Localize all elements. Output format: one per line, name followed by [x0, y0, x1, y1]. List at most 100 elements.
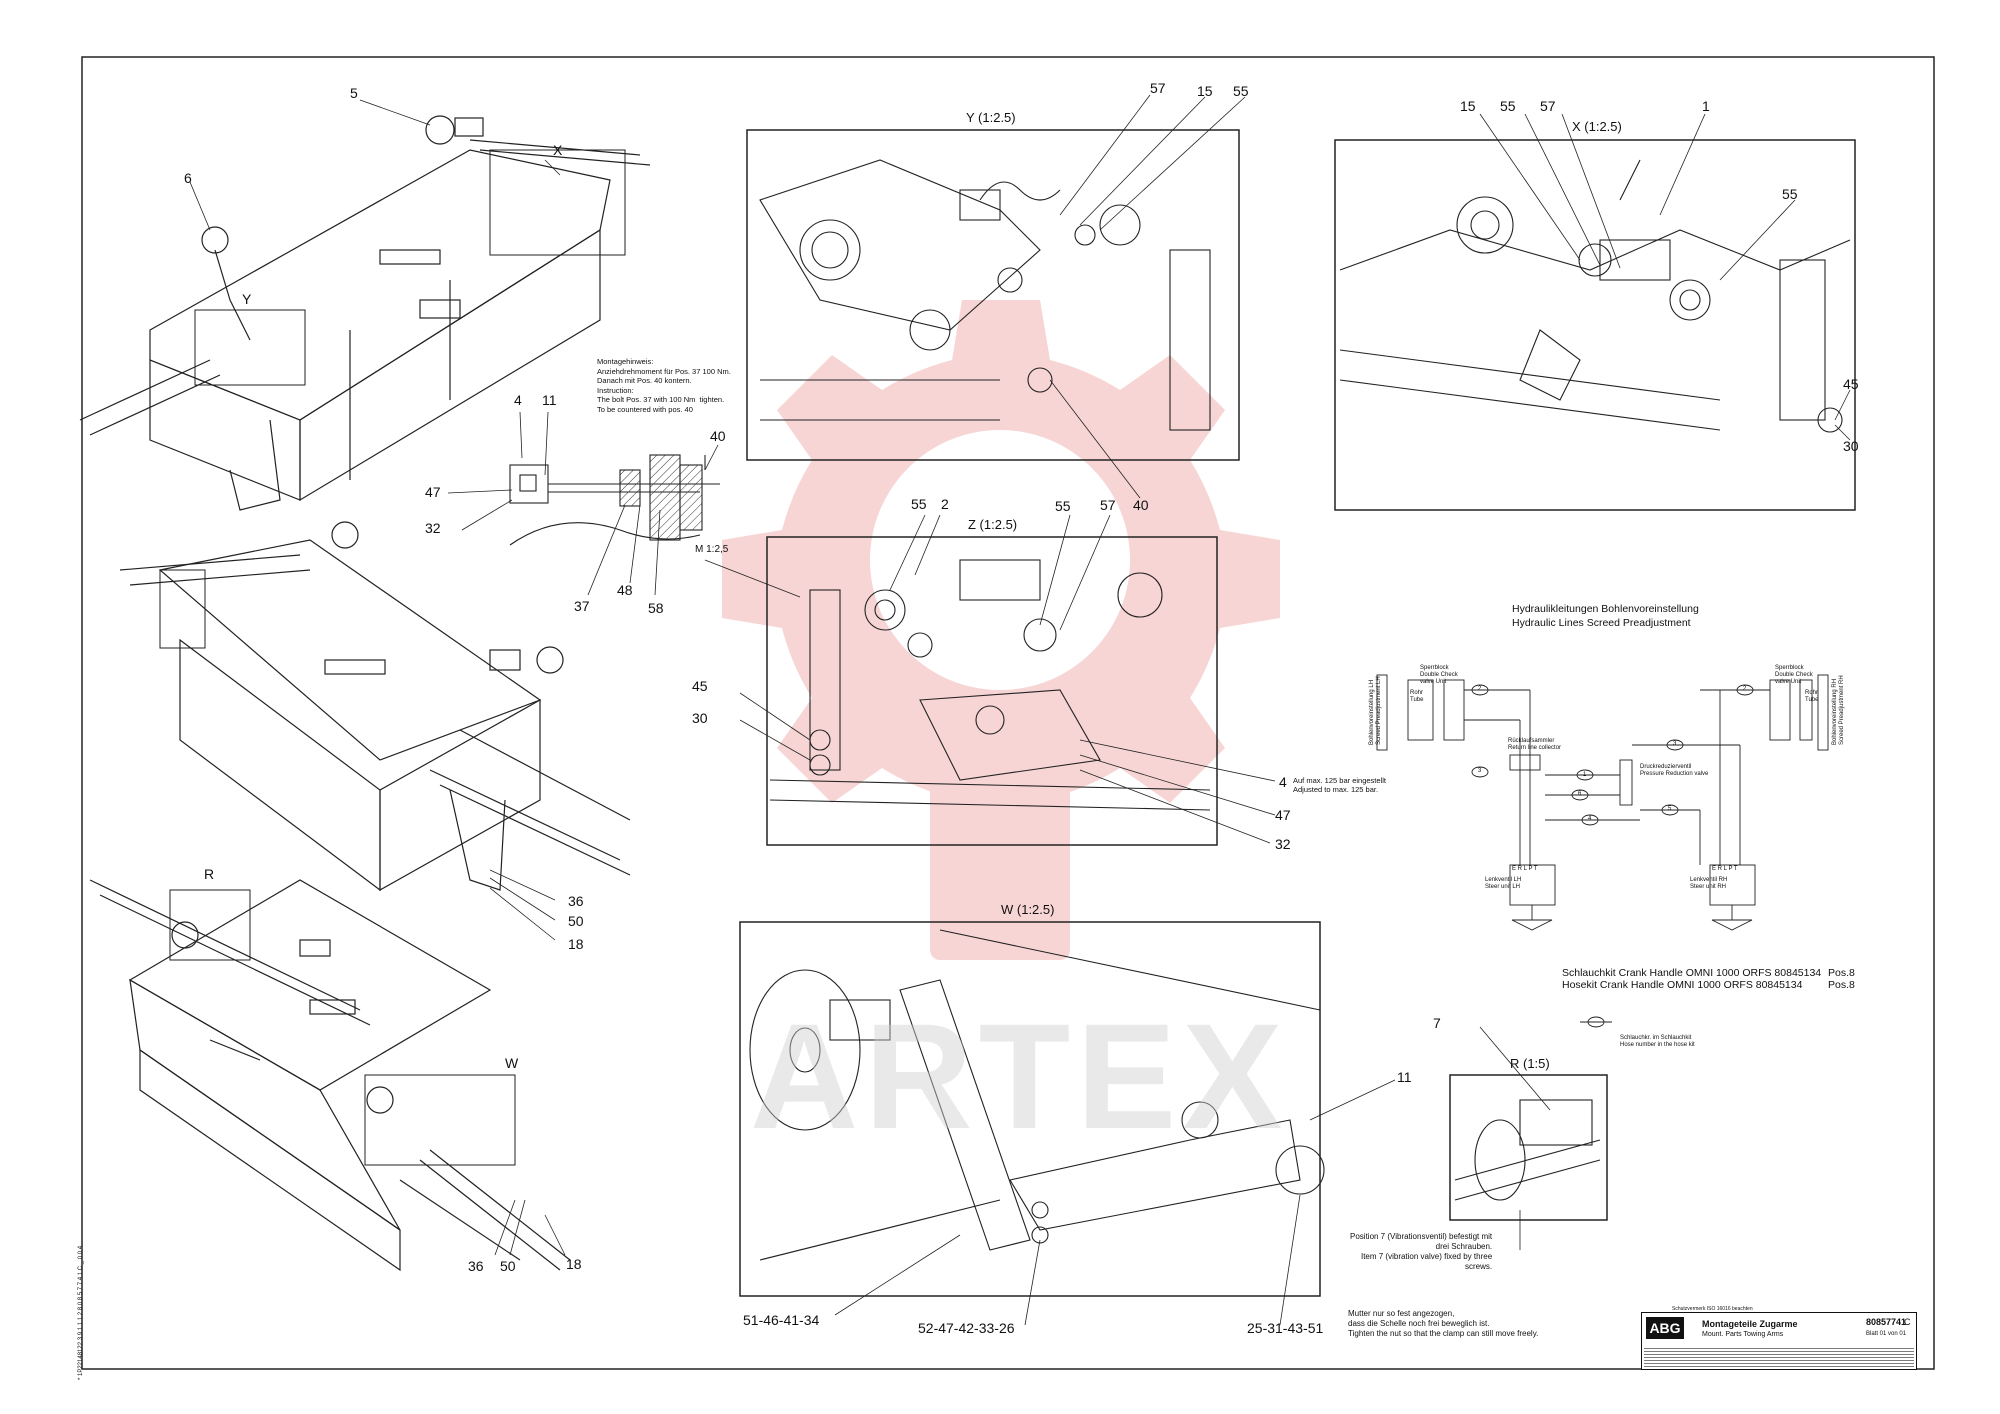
- view-r-callout-7: 7: [1433, 1015, 1441, 1031]
- view-x-callout-55b: 55: [1782, 186, 1798, 202]
- hydraulic-return-collector: Rücklaufsammler Return line collector: [1508, 738, 1562, 751]
- section-callout-40: 40: [710, 428, 726, 444]
- kit-line-en: Hosekit Crank Handle OMNI 1000 ORFS 8084…: [1562, 979, 1803, 991]
- view-x-callout-55a: 55: [1500, 98, 1516, 114]
- view-x-callout-30: 30: [1843, 438, 1859, 454]
- titleblock-subtitle: Mount. Parts Towing Arms: [1702, 1331, 1784, 1338]
- assembly-note: Montagehinweis: Anziehdrehmoment für Pos…: [597, 357, 731, 414]
- view-w-callout-group-3: 25-31-43-51: [1247, 1320, 1324, 1336]
- watermark-gear: [722, 300, 1280, 960]
- view-y-callout-40: 40: [1133, 497, 1149, 513]
- view-z-title: Z (1:2.5): [968, 517, 1018, 532]
- view-z-callout-30: 30: [692, 710, 708, 726]
- view-z-callout-55b: 55: [1055, 498, 1071, 514]
- view-z-callout-32: 32: [1275, 836, 1291, 852]
- callout-50-mid: 50: [568, 913, 584, 929]
- hydraulic-title-de: Hydraulikleitungen Bohlenvoreinstellung: [1512, 603, 1699, 615]
- section-callout-48: 48: [617, 582, 633, 598]
- assembly-view-middle: [119, 521, 631, 892]
- view-y-title: Y (1:2.5): [966, 110, 1016, 125]
- hose-number: 5: [1668, 806, 1672, 812]
- hose-number: 2: [1743, 686, 1747, 692]
- hose-number: 6: [1578, 791, 1582, 797]
- section-callout-47: 47: [425, 484, 441, 500]
- view-r-title: R (1:5): [1510, 1056, 1550, 1071]
- view-x-callout-57: 57: [1540, 98, 1556, 114]
- callout-36-bottom: 36: [468, 1258, 484, 1274]
- hose-number: 3: [1673, 741, 1677, 747]
- hydraulic-tube-lh: Rohr Tube: [1410, 690, 1424, 703]
- callout-view-x: X: [553, 142, 563, 158]
- assembly-view-top: [79, 115, 651, 511]
- hydraulic-check-valve-rh: Sperrblock Double Check valve Unit: [1775, 665, 1813, 685]
- callout-view-w: W: [505, 1055, 519, 1071]
- view-w-callout-11: 11: [1397, 1069, 1412, 1085]
- hose-legend: Schlauchkr. im Schlauchkit Hose number i…: [1620, 1035, 1695, 1048]
- view-x: [1334, 139, 1856, 511]
- section-detail: [509, 454, 720, 546]
- sheet-border: [81, 56, 1935, 1370]
- view-z-callout-4: 4: [1279, 774, 1287, 790]
- view-x-callout-45: 45: [1843, 376, 1859, 392]
- kit-pos-1: Pos.8: [1828, 967, 1855, 979]
- view-z-callout-2: 2: [941, 496, 949, 512]
- hose-number: 4: [1588, 816, 1592, 822]
- titleblock-part-number: 80857741: [1866, 1317, 1907, 1327]
- titleblock-sheet: Blatt 01 von 01: [1866, 1331, 1907, 1337]
- view-y-callout-15: 15: [1197, 83, 1213, 99]
- view-z-callout-55a: 55: [911, 496, 927, 512]
- callout-view-y: Y: [242, 291, 252, 307]
- view-w-callout-group-1: 51-46-41-34: [743, 1312, 820, 1328]
- view-x-title: X (1:2.5): [1572, 119, 1622, 134]
- kit-pos-2: Pos.8: [1828, 979, 1855, 991]
- section-callout-4: 4: [514, 392, 522, 408]
- hydraulic-schematic: [1376, 674, 1829, 1028]
- view-z-callout-57: 57: [1100, 497, 1116, 513]
- hydraulic-ports-rh: E R L P T: [1712, 866, 1738, 872]
- pressure-note: Auf max. 125 bar eingestellt Adjusted to…: [1293, 776, 1386, 794]
- view-w-callout-group-2: 52-47-42-33-26: [918, 1320, 1015, 1336]
- hydraulic-check-valve-lh: Sperrblock Double Check valve Unit: [1420, 665, 1458, 685]
- hydraulic-cyl-rh: Bohlenvoreinstellung RH Screed Preadjust…: [1832, 675, 1845, 745]
- section-callout-37: 37: [574, 598, 590, 614]
- callout-18-bottom: 18: [566, 1256, 582, 1272]
- callout-18-mid: 18: [568, 936, 584, 952]
- assembly-view-bottom: [89, 879, 571, 1272]
- titleblock-title: Montageteile Zugarme: [1702, 1319, 1798, 1329]
- view-z-callout-47: 47: [1275, 807, 1291, 823]
- callout-6: 6: [184, 170, 192, 186]
- hydraulic-title-en: Hydraulic Lines Screed Preadjustment: [1512, 617, 1691, 629]
- view-z-callout-45: 45: [692, 678, 708, 694]
- hydraulic-cyl-lh: Bohlenvoreinstellung LH Screed Preadjust…: [1369, 676, 1382, 745]
- view-x-callout-15: 15: [1460, 98, 1476, 114]
- watermark-text: ARTEX: [750, 992, 1289, 1160]
- hose-number: 3: [1478, 768, 1482, 774]
- hose-number: 1: [1583, 772, 1587, 778]
- clamp-note: Mutter nur so fest angezogen, dass die S…: [1348, 1309, 1539, 1338]
- hose-number: 2: [1478, 686, 1482, 692]
- view-y-callout-55: 55: [1233, 83, 1249, 99]
- titleblock-revision: C: [1904, 1317, 1911, 1327]
- view-x-callout-1: 1: [1702, 98, 1710, 114]
- section-callout-58: 58: [648, 600, 664, 616]
- callout-5: 5: [350, 85, 358, 101]
- hydraulic-pressure-reducer: Druckreduzierventil Pressure Reduction v…: [1640, 764, 1709, 777]
- callout-36-mid: 36: [568, 893, 584, 909]
- kit-line-de: Schlauchkit Crank Handle OMNI 1000 ORFS …: [1562, 967, 1822, 979]
- hydraulic-steer-lh: Lenkventil LH Steer unit LH: [1485, 877, 1522, 890]
- hydraulic-ports-lh: E R L P T: [1512, 866, 1538, 872]
- view-y: [746, 129, 1240, 461]
- hydraulic-tube-rh: Rohr Tube: [1805, 690, 1819, 703]
- side-code: * 1P22148122 3 9 1 1 1 2 8 0 8 5 7 7 4 1…: [78, 1245, 84, 1380]
- titleblock-logo: ABG: [1646, 1317, 1684, 1339]
- view-r: [1449, 1074, 1608, 1221]
- callout-view-r: R: [204, 866, 215, 882]
- leader-lines: [189, 94, 1851, 1326]
- section-scale: M 1:2,5: [695, 544, 729, 555]
- titleblock-legal-text: [1644, 1347, 1914, 1367]
- view-z: [766, 536, 1218, 846]
- vibration-note: Position 7 (Vibrationsventil) befestigt …: [1350, 1232, 1493, 1271]
- titleblock-company: Schutzvermerk ISO 16016 beachten: [1672, 1306, 1753, 1312]
- view-y-callout-57: 57: [1150, 80, 1166, 96]
